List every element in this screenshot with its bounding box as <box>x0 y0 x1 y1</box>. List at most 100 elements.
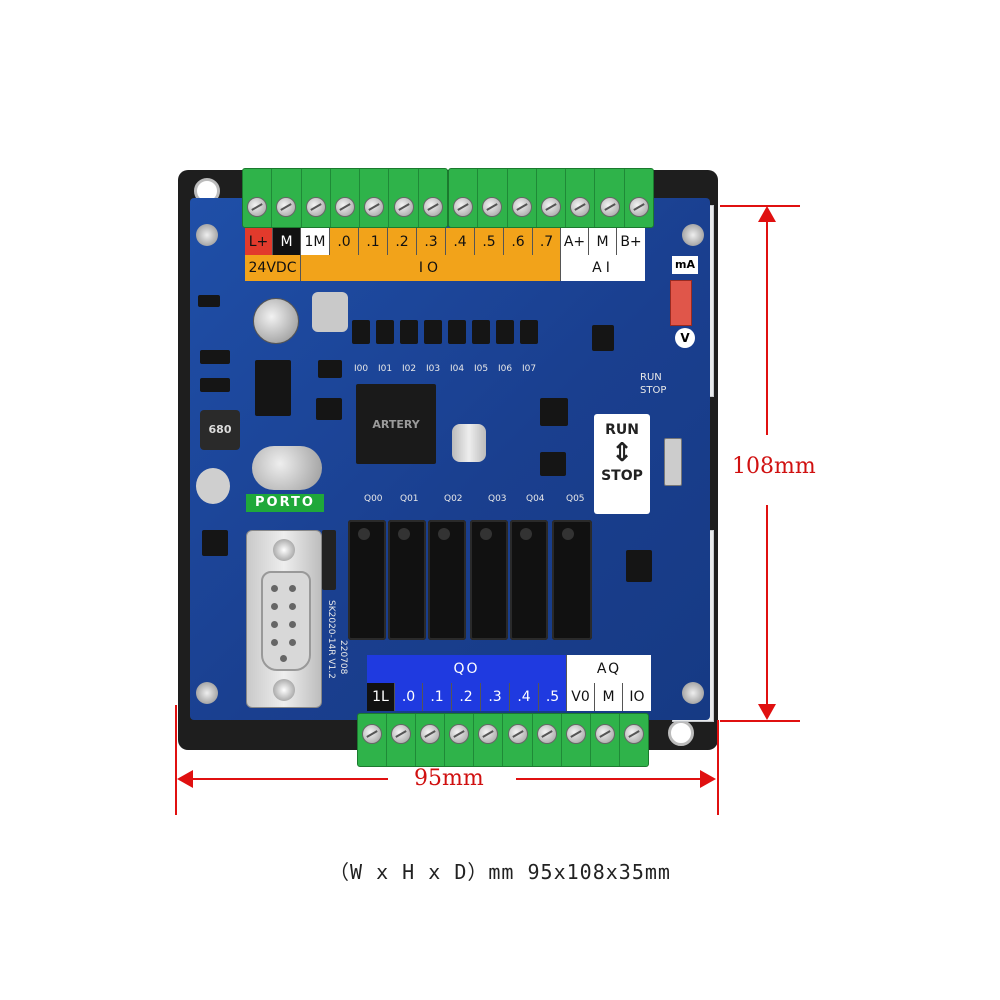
io-group-label: IO <box>301 255 561 281</box>
relay <box>388 520 426 640</box>
terminal-label: M <box>595 683 623 711</box>
terminal-label: .3 <box>417 228 446 255</box>
terminal-label: IO <box>623 683 651 711</box>
terminal-label: .5 <box>475 228 504 255</box>
bottom-terminal-labels: 1L .0 .1 .2 .3 .4 .5 V0 M IO <box>367 683 651 711</box>
optocoupler <box>520 320 538 344</box>
height-dimension-line <box>766 215 768 435</box>
crystal-oscillator <box>452 424 486 462</box>
screw-icon <box>273 679 295 701</box>
run-stop-switch[interactable] <box>664 438 682 486</box>
dip-switch[interactable] <box>670 280 692 326</box>
terminal-label: L+ <box>245 228 273 255</box>
top-terminal-group-labels: 24VDC IO AI <box>245 255 645 281</box>
terminal-label: B+ <box>617 228 645 255</box>
model-label: SK2020-14R V1.2 <box>326 600 336 679</box>
relay <box>552 520 592 640</box>
optocoupler <box>448 320 466 344</box>
v-label: V <box>675 328 695 348</box>
optocoupler <box>376 320 394 344</box>
screw-icon <box>682 224 704 246</box>
terminal-label: A+ <box>561 228 589 255</box>
relay <box>348 520 386 640</box>
optocoupler <box>496 320 514 344</box>
stop-led-label: STOP <box>640 385 667 396</box>
top-terminal-block-left[interactable] <box>242 168 448 228</box>
arrow-right-icon <box>700 770 716 788</box>
input-label: I02 <box>402 364 417 374</box>
height-dimension-label: 108mm <box>732 454 816 479</box>
arrow-up-icon <box>758 206 776 222</box>
smd-component <box>198 295 220 307</box>
height-dimension-line <box>766 505 768 710</box>
top-terminal-block-right[interactable] <box>448 168 654 228</box>
terminal-label: .0 <box>395 683 423 711</box>
terminal-label: .2 <box>452 683 481 711</box>
terminal-label: M <box>273 228 301 255</box>
electrolytic-capacitor <box>196 468 230 504</box>
terminal-label: .0 <box>330 228 359 255</box>
ai-group-label: AI <box>561 255 645 281</box>
terminal-label: 1L <box>367 683 395 711</box>
ic-chip <box>626 550 652 582</box>
mount-hole <box>668 720 694 746</box>
terminal-label: .2 <box>388 228 417 255</box>
terminal-label: .4 <box>446 228 475 255</box>
relay <box>428 520 466 640</box>
terminal-label: .3 <box>481 683 510 711</box>
dimension-extension-line <box>717 720 719 815</box>
db9-serial-connector[interactable] <box>246 530 322 708</box>
terminal-label: 1M <box>301 228 330 255</box>
output-label: Q03 <box>488 494 507 504</box>
screw-icon <box>196 224 218 246</box>
arrow-down-icon <box>758 704 776 720</box>
ic-chip <box>202 530 228 556</box>
bottom-terminal-block[interactable] <box>357 713 649 767</box>
dimension-extension-line <box>175 705 177 815</box>
terminal-label: .4 <box>510 683 539 711</box>
electrolytic-capacitor <box>253 298 299 344</box>
screw-icon <box>682 682 704 704</box>
terminal-label: .6 <box>504 228 533 255</box>
width-dimension-line <box>516 778 706 780</box>
input-label: I06 <box>498 364 513 374</box>
input-label: I04 <box>450 364 465 374</box>
power-group-label: 24VDC <box>245 255 301 281</box>
arrow-left-icon <box>177 770 193 788</box>
output-label: Q05 <box>566 494 585 504</box>
top-terminal-labels: L+ M 1M .0 .1 .2 .3 .4 .5 .6 .7 A+ M B+ <box>245 228 645 255</box>
pin-header <box>322 530 336 590</box>
input-label: I05 <box>474 364 489 374</box>
optocoupler <box>424 320 442 344</box>
smd-component <box>318 360 342 378</box>
run-label: RUN <box>605 422 639 438</box>
aq-group-label: AQ <box>567 655 651 683</box>
width-dimension-line <box>188 778 388 780</box>
output-label: Q01 <box>400 494 419 504</box>
ic-chip <box>540 398 568 426</box>
optocoupler <box>400 320 418 344</box>
inductor: 680 <box>200 410 240 450</box>
bottom-terminal-group-labels: QO AQ <box>367 655 651 683</box>
date-label: 220708 <box>338 640 348 675</box>
terminal-label: M <box>589 228 617 255</box>
screw-icon <box>273 539 295 561</box>
dimension-extension-line <box>720 720 800 722</box>
terminal-label: .1 <box>359 228 388 255</box>
up-down-arrow-icon: ⇕ <box>611 438 633 468</box>
port-label: PORTO <box>246 494 324 512</box>
output-label: Q00 <box>364 494 383 504</box>
input-label: I07 <box>522 364 537 374</box>
optocoupler <box>352 320 370 344</box>
terminal-label: .5 <box>539 683 567 711</box>
regulator-chip <box>255 360 291 416</box>
input-label: I00 <box>354 364 369 374</box>
terminal-label: .1 <box>423 683 452 711</box>
input-label: I01 <box>378 364 393 374</box>
width-dimension-label: 95mm <box>414 766 484 791</box>
screw-icon <box>196 682 218 704</box>
run-stop-panel: RUN ⇕ STOP <box>594 414 650 514</box>
input-label: I03 <box>426 364 441 374</box>
run-led-label: RUN <box>640 372 662 383</box>
smd-component <box>316 398 342 420</box>
